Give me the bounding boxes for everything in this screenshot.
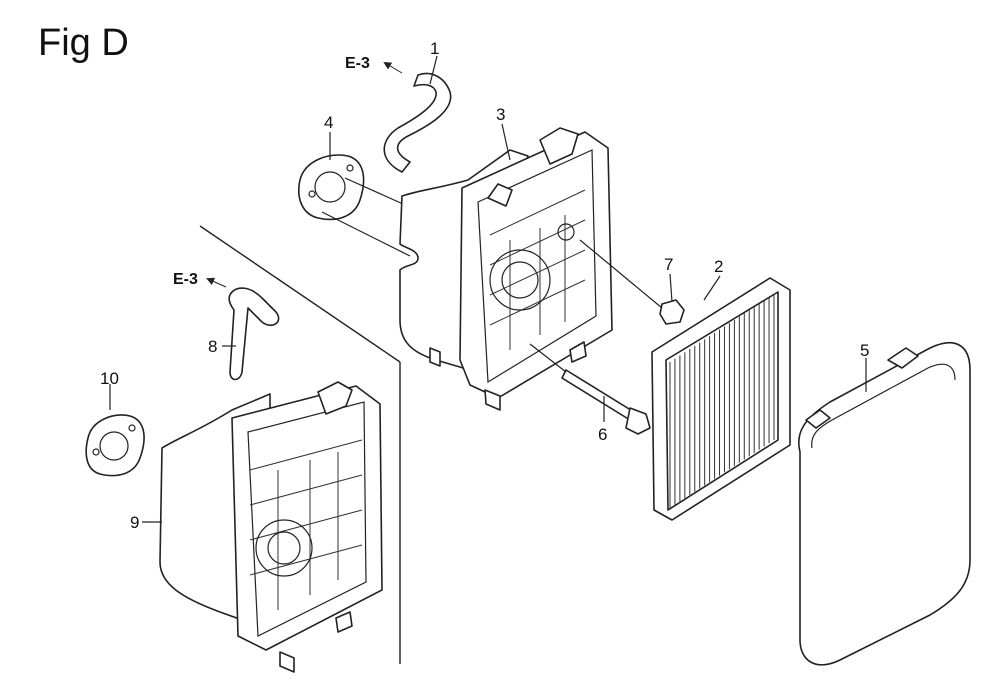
callout-10: 10 xyxy=(100,369,119,388)
part-air-cleaner-case-upper xyxy=(399,127,613,411)
part-bolt xyxy=(529,343,651,435)
part-tube-lower xyxy=(228,287,280,381)
reference-e3-lower: E-3 xyxy=(173,271,198,288)
part-cover xyxy=(798,342,971,666)
callout-8: 8 xyxy=(208,337,217,356)
callout-5: 5 xyxy=(860,341,869,360)
callout-leaders xyxy=(109,55,867,523)
part-gasket-lower xyxy=(85,414,145,477)
callout-2: 2 xyxy=(714,257,723,276)
section-divider xyxy=(199,225,401,664)
callout-4: 4 xyxy=(324,113,333,132)
part-air-cleaner-case-lower xyxy=(159,381,383,673)
figure-title: Fig D xyxy=(38,22,129,64)
callout-1: 1 xyxy=(430,39,439,58)
reference-e3-upper: E-3 xyxy=(345,55,370,72)
callout-6: 6 xyxy=(598,425,607,444)
callout-9: 9 xyxy=(130,513,139,532)
part-gasket-upper xyxy=(298,154,413,257)
part-tube-upper xyxy=(383,72,452,173)
part-nut xyxy=(579,239,685,325)
callout-7: 7 xyxy=(664,255,673,274)
callout-3: 3 xyxy=(496,105,505,124)
part-filter-element xyxy=(651,277,791,521)
